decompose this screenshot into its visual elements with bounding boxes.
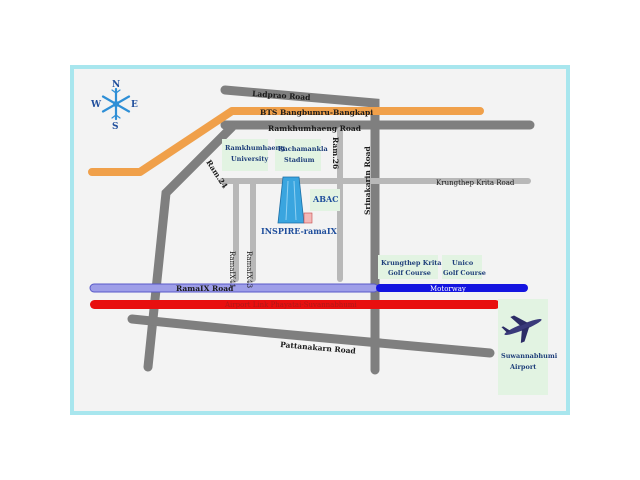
pattanakarn-road: [127, 314, 495, 358]
bts-line: [88, 107, 484, 176]
airport-label-1: Suwannabhumi: [501, 352, 558, 360]
abac-box: [310, 189, 340, 211]
snowflake-icon: [101, 87, 131, 121]
compass: N S E W: [90, 80, 138, 132]
ramkhumhaeng-univ-label-1: Ramkhumhaeng: [225, 144, 285, 152]
ramaix-road-label: RamaIX Road: [176, 284, 234, 293]
ramkhumhaeng-univ-label-2: University: [231, 155, 268, 163]
rachamankla-stadium-box: [275, 139, 321, 171]
inspire-building-icon: [277, 176, 313, 224]
inspire-label: INSPIRE-ramaIX: [261, 226, 338, 236]
rachamankla-label-2: Stadium: [284, 156, 315, 164]
krungthep-golf-box: [378, 255, 438, 279]
rachamankla-label-1: Rachamankla: [278, 145, 328, 153]
airport-link-label: Airport Link Phayatai-Suvannabhumi: [224, 301, 357, 309]
airport-box: [498, 299, 548, 395]
compass-n: N: [112, 80, 120, 90]
ramaix41-label: RamaIX41: [228, 251, 236, 288]
ramkhumhaeng-road-label: Ramkhumhaeng Road: [268, 124, 362, 133]
map-canvas: N S E W: [70, 65, 570, 415]
ladprao-road-label: Ladprao Road: [252, 89, 312, 102]
ramkhumhaeng-university-box: [222, 139, 268, 171]
ram26-label: Ram.26: [331, 137, 340, 169]
airport-label-2: Airport: [509, 363, 536, 371]
compass-w: W: [90, 100, 102, 110]
compass-s: S: [112, 122, 119, 132]
compass-e: E: [131, 100, 138, 110]
bts-label: BTS Bangbumru-Bangkapi: [260, 108, 373, 117]
unico-golf-box: [442, 255, 482, 279]
krungthep-golf-label-1: Krungthep Krita: [381, 259, 442, 267]
airplane-icon: [501, 315, 542, 343]
ramaix43-label: RamaIX43: [245, 251, 253, 288]
motorway-label: Motorway: [430, 285, 466, 293]
ladprao-srinakarin-road: [220, 85, 380, 375]
unico-golf-label-1: Unico: [452, 259, 474, 267]
srinakarin-road-label: Srinakarin Road: [363, 145, 372, 215]
abac-label: ABAC: [312, 194, 339, 204]
unico-golf-label-2: Golf Course: [443, 269, 486, 277]
krungthep-golf-label-2: Golf Course: [388, 269, 431, 277]
motorway: [376, 284, 528, 292]
krungthep-krita-road-label: Krungthep Krita Road: [436, 179, 515, 187]
airport-link: [90, 300, 500, 309]
map: N S E W: [70, 65, 570, 415]
